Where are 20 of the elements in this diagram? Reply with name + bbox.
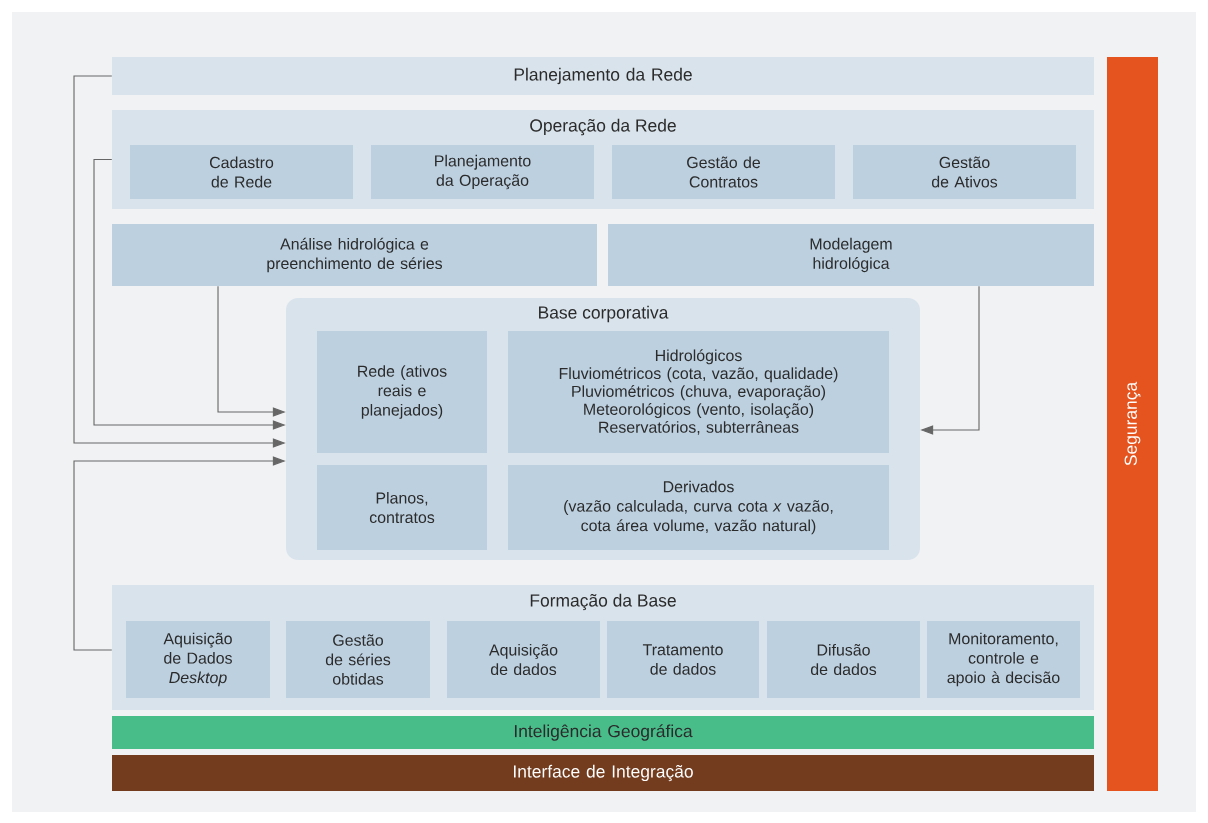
module-box: Monitoramento, controle e apoio à decisão [927, 621, 1080, 698]
layer-band: Interface de Integração [112, 755, 1094, 791]
side-bar: Segurança [1107, 57, 1158, 791]
module-box: Gestão de Ativos [853, 145, 1076, 199]
module-box: Difusão de dados [767, 621, 920, 698]
module-box: Planos, contratos [317, 465, 487, 550]
module-box: Aquisição de Dados Desktop [126, 621, 270, 698]
module-box: Gestão de séries obtidas [286, 621, 430, 698]
module-box: Análise hidrológica e preenchimento de séries [112, 224, 597, 286]
layer-band: Inteligência Geográfica [112, 716, 1094, 749]
module-box: Planejamento da Operação [371, 145, 594, 199]
module-box: Tratamento de dados [607, 621, 759, 698]
module-box: Derivados (vazão calculada, curva cota x vazão, cota área volume, vazão natural) [508, 465, 889, 550]
module-box: Cadastro de Rede [130, 145, 353, 199]
module-box: Hidrológicos Fluviométricos (cota, vazão, qualidade) Pluviométricos (chuva, evaporação) Meteorológicos (vento, isolação) Reservatórios, subterrâneas [508, 331, 889, 453]
module-box: Rede (ativos reais e planejados) [317, 331, 487, 453]
module-box: Gestão de Contratos [612, 145, 835, 199]
layer-band: Planejamento da Rede [112, 57, 1094, 95]
module-box: Aquisição de dados [447, 621, 600, 698]
module-box: Modelagem hidrológica [608, 224, 1094, 286]
